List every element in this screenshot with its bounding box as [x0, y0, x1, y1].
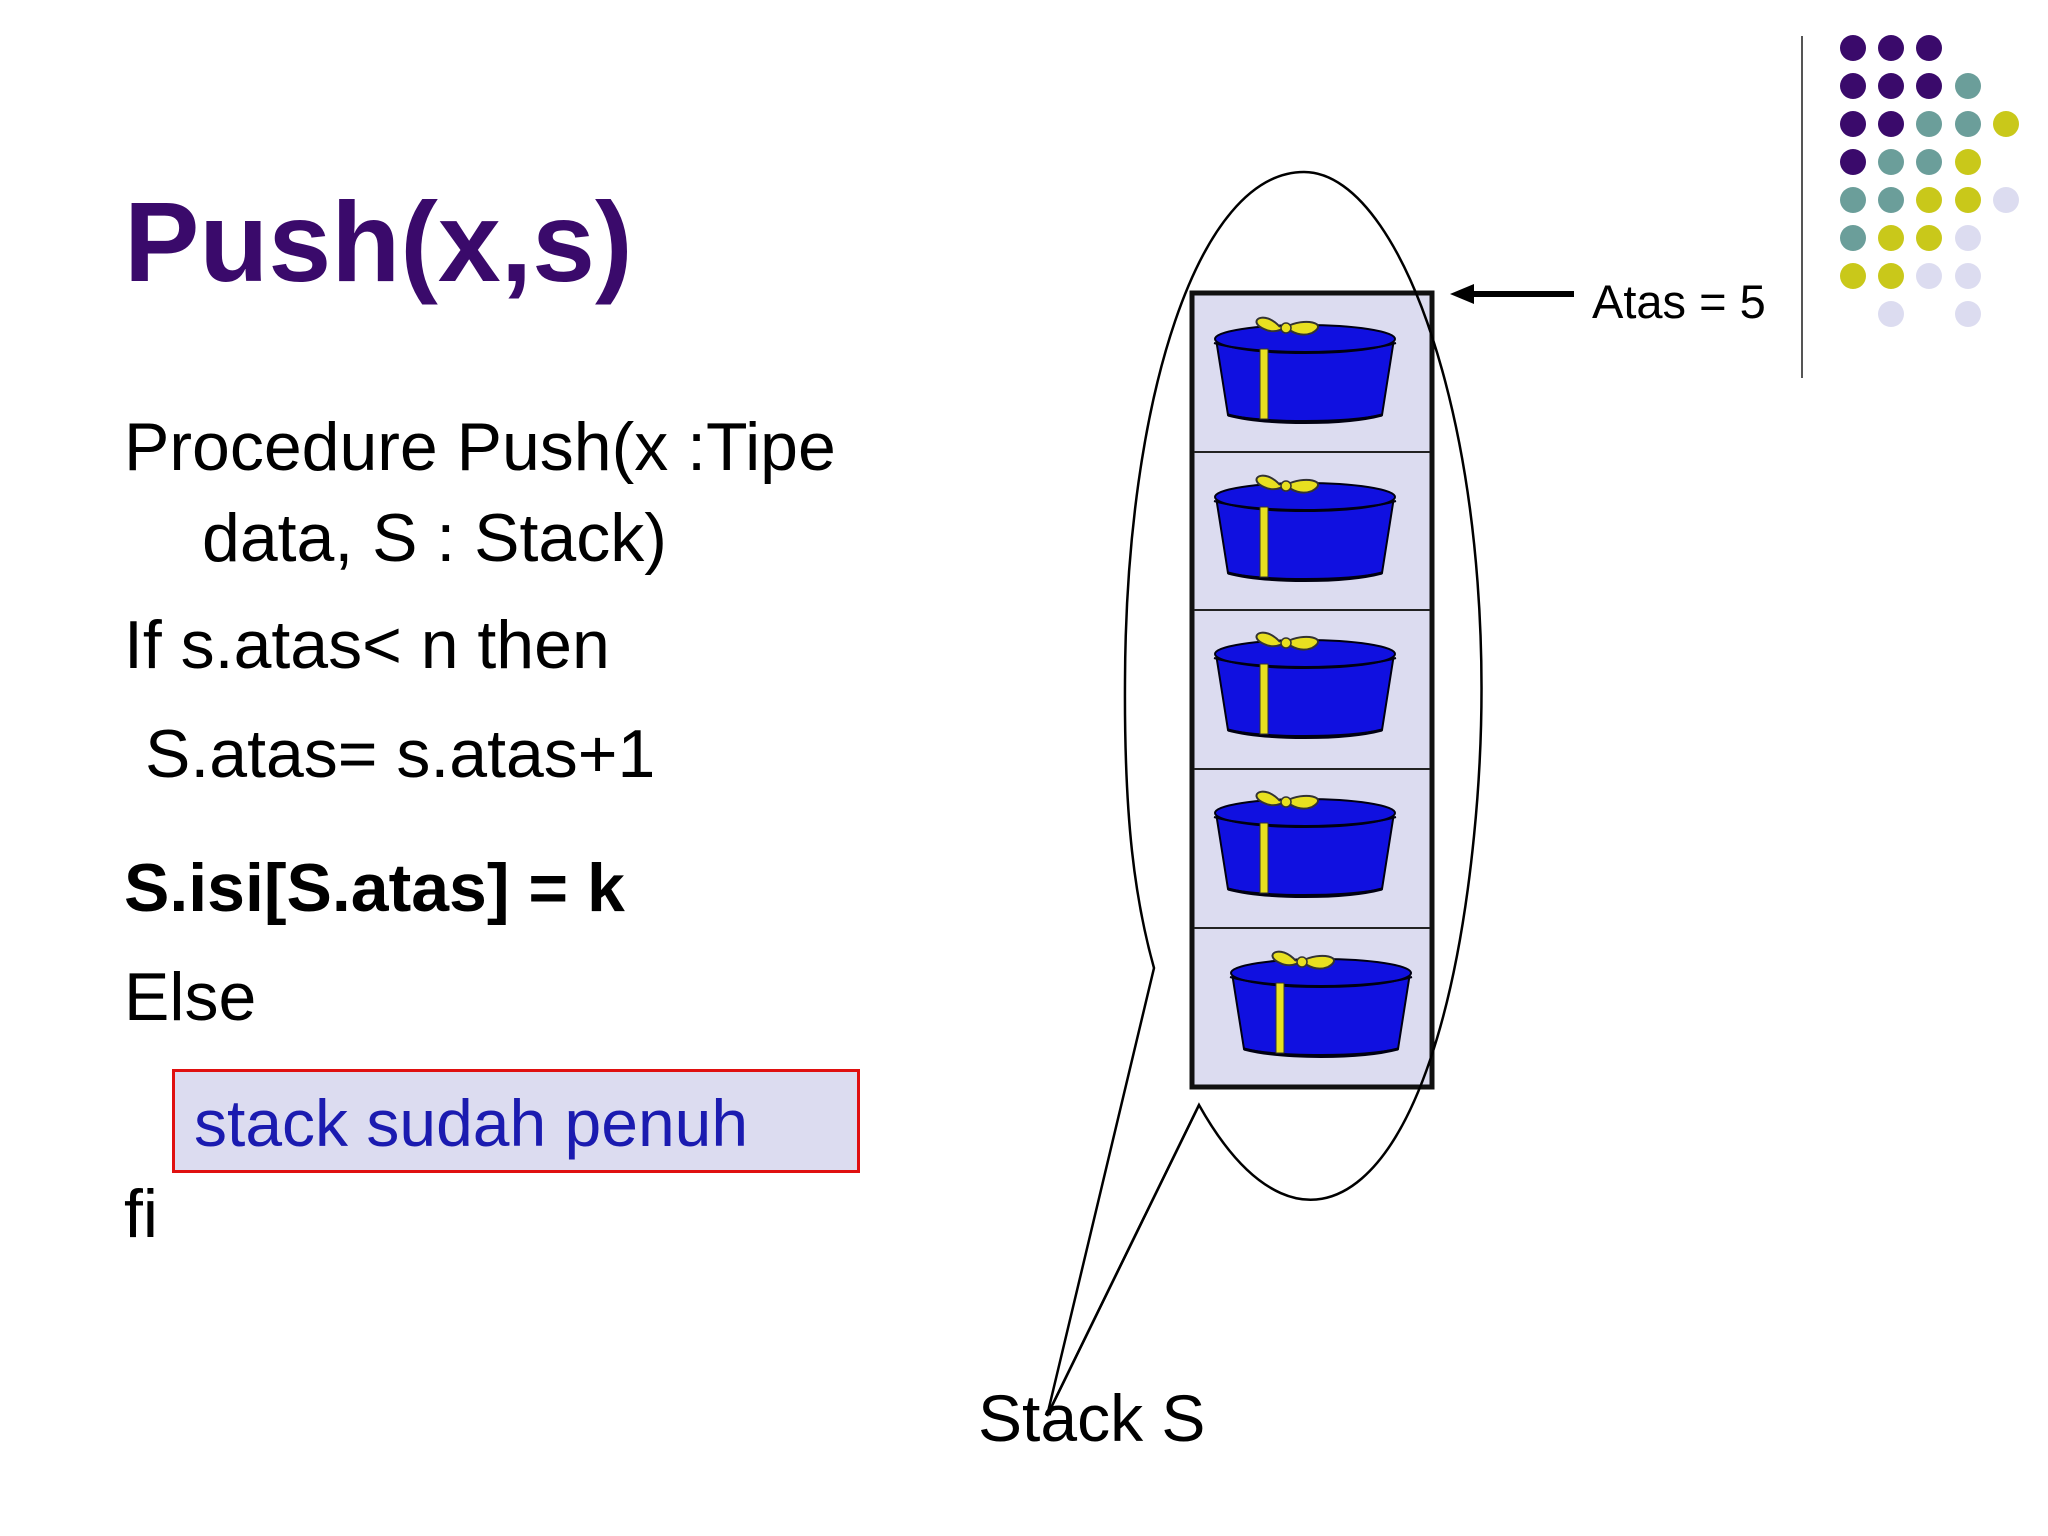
- top-pointer-label: Atas = 5: [1592, 275, 1766, 328]
- callout-balloon: [1045, 170, 1483, 1417]
- gift-box-icon: [1213, 474, 1397, 582]
- stack-item: [1194, 771, 1430, 928]
- gift-box-icon: [1213, 631, 1397, 739]
- code-line-procedure: Procedure Push(x :Tipe: [124, 409, 836, 485]
- gift-box-icon: [1213, 316, 1397, 424]
- code-line-assign: S.isi[S.atas] = k: [124, 850, 625, 926]
- stack-item: [1194, 931, 1430, 1088]
- code-line-fi: fi: [124, 1176, 158, 1252]
- stack-caption: Stack S: [978, 1381, 1206, 1455]
- code-line-increment: S.atas= s.atas+1: [145, 716, 656, 792]
- stack-item: [1194, 612, 1430, 769]
- error-message-text: stack sudah penuh: [194, 1086, 749, 1160]
- stack-item: [1194, 455, 1430, 612]
- code-line-parameters: data, S : Stack): [202, 500, 667, 576]
- gift-box-icon: [1229, 950, 1413, 1058]
- code-line-else: Else: [124, 959, 257, 1035]
- slide-title: Push(x,s): [124, 179, 633, 305]
- code-line-if: If s.atas< n then: [124, 607, 610, 683]
- stack-item: [1194, 297, 1430, 454]
- error-message-box: [172, 1069, 860, 1173]
- gift-box-icon: [1213, 790, 1397, 898]
